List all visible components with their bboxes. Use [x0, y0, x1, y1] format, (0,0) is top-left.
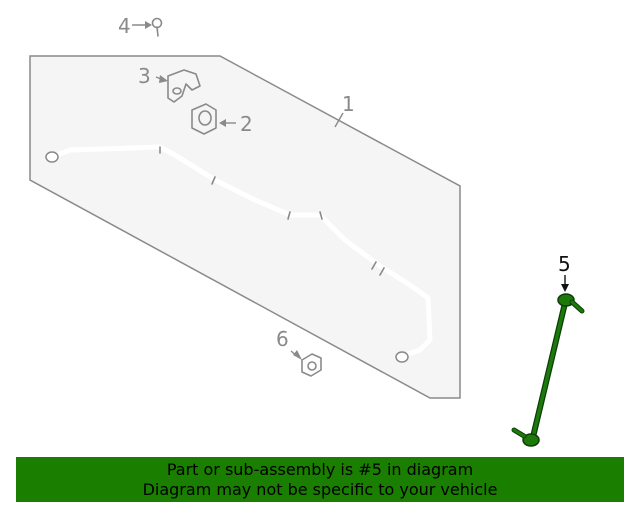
- bushing-part-2[interactable]: [191, 103, 217, 135]
- assembly-panel: [29, 55, 461, 399]
- banner-line-2: Diagram may not be specific to your vehi…: [142, 479, 498, 499]
- callout-1: 1: [342, 92, 355, 116]
- bolt-part-4[interactable]: [151, 17, 163, 37]
- nut-part-6[interactable]: [301, 353, 322, 377]
- callout-3: 3: [138, 64, 151, 88]
- leader-lines: [132, 21, 569, 360]
- callout-2: 2: [240, 112, 253, 136]
- banner-line-1: Part or sub-assembly is #5 in diagram: [166, 459, 474, 479]
- info-banner: Part or sub-assembly is #5 in diagram Di…: [16, 457, 624, 502]
- callout-6: 6: [276, 327, 289, 351]
- bracket-part-3[interactable]: [167, 69, 201, 103]
- stabilizer-link-part-5[interactable]: [511, 293, 585, 447]
- stabilizer-bar[interactable]: [45, 144, 433, 363]
- callout-4: 4: [118, 14, 131, 38]
- callout-5: 5: [558, 252, 571, 276]
